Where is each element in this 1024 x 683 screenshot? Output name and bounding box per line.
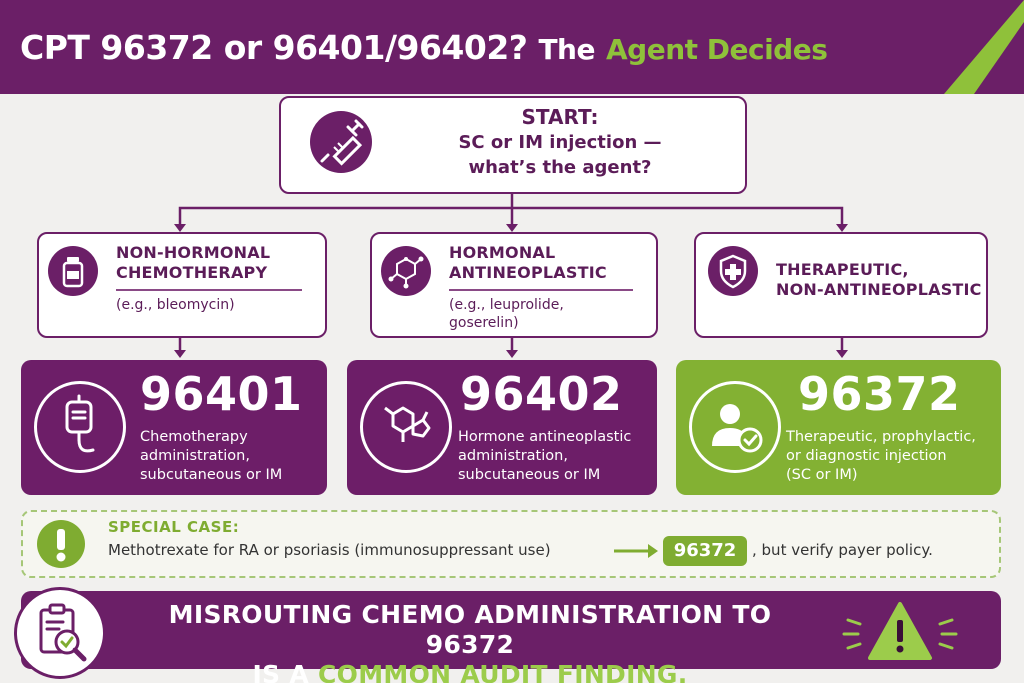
special-case-code-badge: 96372 (663, 536, 747, 566)
category-title-therapeutic: THERAPEUTIC, NON-ANTINEOPLASTIC (776, 260, 982, 300)
code-desc-line2: administration, (458, 448, 568, 464)
special-case-tail: , but verify payer policy. (752, 541, 933, 559)
clipboard-magnifier-icon (14, 587, 106, 679)
category-example-chemotherapy: (e.g., bleomycin) (116, 296, 235, 314)
start-line2: what’s the agent? (468, 157, 652, 178)
syringe-icon (310, 111, 372, 173)
title-main: CPT 96372 or 96401/96402? (20, 28, 528, 67)
shield-cross-icon (708, 246, 758, 296)
code-desc-line3: subcutaneous or IM (140, 467, 283, 483)
molecule-icon (381, 246, 431, 296)
start-title: START: (521, 105, 599, 129)
code-desc-line1: Therapeutic, prophylactic, (786, 429, 976, 445)
category-title-line2: ANTINEOPLASTIC (449, 263, 607, 282)
code-description-96401: Chemotherapy administration, subcutaneou… (140, 428, 282, 485)
start-text: START: SC or IM injection — what’s the a… (390, 104, 730, 180)
page-title: CPT 96372 or 96401/96402? The Agent Deci… (20, 18, 828, 78)
footer-line1: MISROUTING CHEMO ADMINISTRATION TO 96372 (168, 600, 772, 659)
special-case-title: SPECIAL CASE: (108, 518, 240, 536)
code-desc-line3: (SC or IM) (786, 467, 858, 483)
person-check-icon (689, 381, 781, 473)
vial-icon (48, 246, 98, 296)
title-the: The (538, 33, 595, 66)
iv-bag-icon (34, 381, 126, 473)
footer-line2-prefix: IS A (252, 660, 309, 683)
code-number-96372: 96372 (798, 367, 961, 421)
category-example-line1: (e.g., leuprolide, (449, 297, 564, 313)
category-title-line1: THERAPEUTIC, (776, 260, 909, 279)
footer-warning-text: MISROUTING CHEMO ADMINISTRATION TO 96372… (130, 600, 810, 683)
header-corner-stripe-icon (944, 0, 1024, 94)
start-line1: SC or IM injection — (458, 132, 662, 153)
header-banner (0, 0, 1024, 94)
code-desc-line2: administration, (140, 448, 250, 464)
code-desc-line1: Hormone antineoplastic (458, 429, 632, 445)
special-case-text: Methotrexate for RA or psoriasis (immuno… (108, 541, 551, 559)
code-desc-line2: or diagnostic injection (786, 448, 947, 464)
category-title-hormonal: HORMONAL ANTINEOPLASTIC (449, 243, 607, 283)
footer-line2-accent: COMMON AUDIT FINDING. (318, 660, 688, 683)
code-description-96372: Therapeutic, prophylactic, or diagnostic… (786, 428, 976, 485)
category-example-hormonal: (e.g., leuprolide, goserelin) (449, 296, 564, 332)
warning-triangle-icon (842, 602, 958, 660)
category-divider (116, 289, 302, 291)
category-title-line1: NON-HORMONAL (116, 243, 271, 262)
code-description-96402: Hormone antineoplastic administration, s… (458, 428, 631, 485)
hexagon-molecule-icon (360, 381, 452, 473)
code-number-96402: 96402 (460, 367, 623, 421)
title-accent: Agent Decides (605, 33, 828, 66)
category-title-chemotherapy: NON-HORMONAL CHEMOTHERAPY (116, 243, 270, 283)
arrow-right-icon (614, 544, 658, 558)
code-desc-line1: Chemotherapy (140, 429, 248, 445)
category-title-line2: CHEMOTHERAPY (116, 263, 268, 282)
footer-line2: IS A COMMON AUDIT FINDING. (130, 660, 810, 683)
footer-banner (21, 591, 1001, 669)
category-example-line2: goserelin) (449, 315, 519, 331)
category-title-line1: HORMONAL (449, 243, 556, 262)
category-example-line1: (e.g., bleomycin) (116, 297, 235, 313)
exclamation-icon (37, 520, 85, 568)
code-number-96401: 96401 (140, 367, 303, 421)
category-title-line2: NON-ANTINEOPLASTIC (776, 280, 982, 299)
category-divider (449, 289, 633, 291)
code-desc-line3: subcutaneous or IM (458, 467, 601, 483)
special-case-box (21, 510, 1001, 578)
